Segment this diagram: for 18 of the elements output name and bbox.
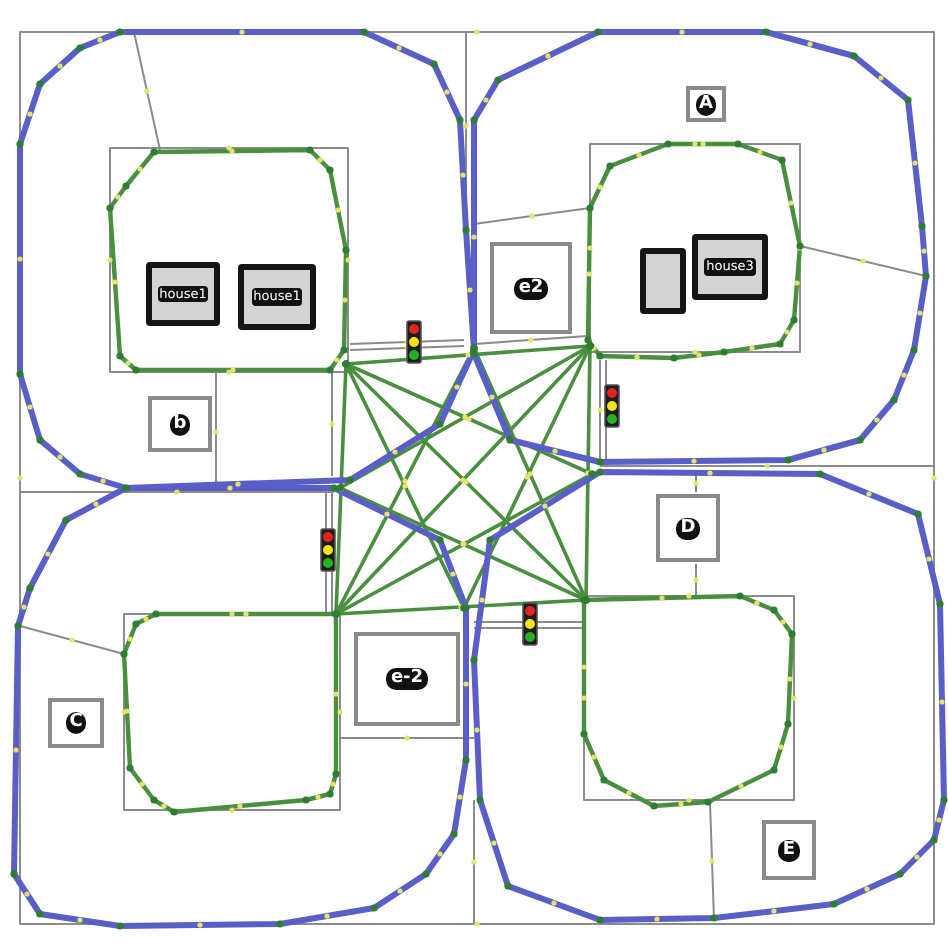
- zone-label: b: [169, 413, 191, 435]
- house-block: [692, 234, 768, 300]
- zone-marker: [148, 396, 212, 452]
- zone-label: D: [676, 517, 700, 539]
- zone-marker: [354, 632, 460, 726]
- zone-label: E: [778, 839, 800, 861]
- house-block: [640, 248, 686, 314]
- house-block: [238, 264, 316, 330]
- zone-marker: [686, 86, 726, 122]
- zone-marker: [656, 494, 720, 562]
- house-block: [146, 262, 220, 326]
- zone-marker: [762, 820, 816, 880]
- zone-label: e-2: [386, 668, 428, 690]
- zone-marker: [490, 242, 572, 334]
- zone-marker: [48, 698, 104, 748]
- zone-label: A: [695, 93, 717, 115]
- zone-label: e2: [514, 277, 548, 299]
- zone-label: C: [65, 712, 87, 734]
